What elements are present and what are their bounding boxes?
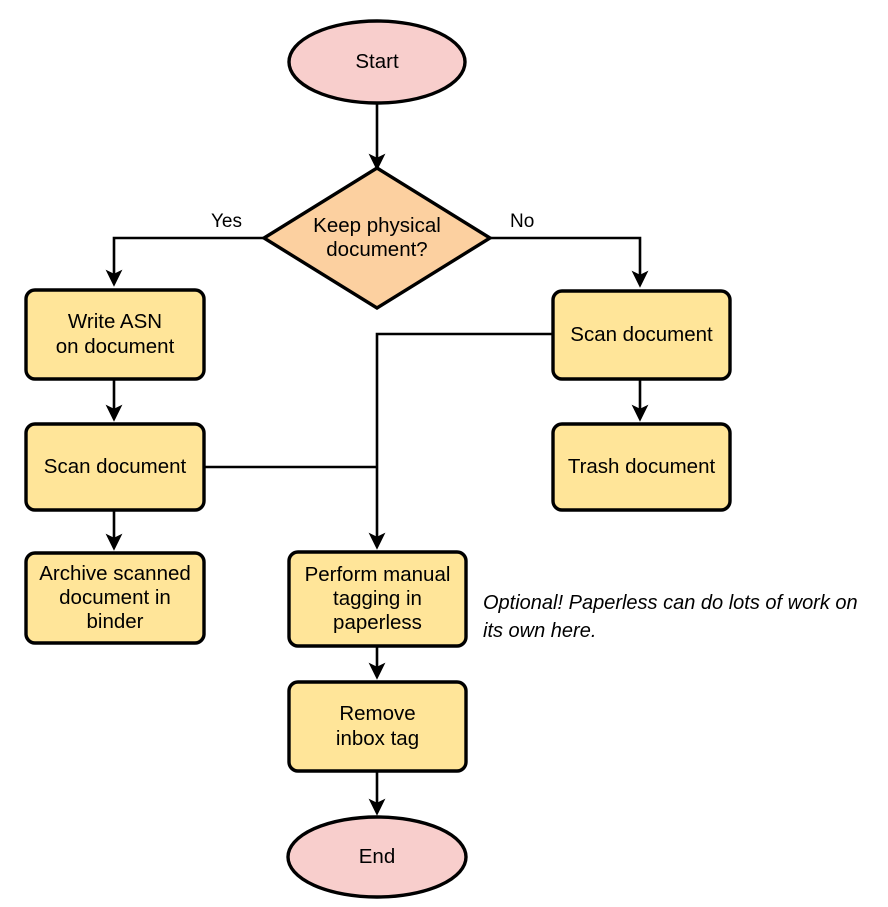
node-scan-right[interactable] bbox=[553, 291, 730, 379]
node-write-asn-shape bbox=[24, 288, 206, 381]
node-start-shape bbox=[287, 19, 467, 105]
node-end[interactable] bbox=[288, 817, 466, 897]
node-start[interactable] bbox=[289, 21, 465, 103]
edge-label-yes: Yes bbox=[211, 211, 242, 232]
node-trash-shape bbox=[551, 422, 732, 512]
node-scan-right-shape bbox=[551, 289, 732, 381]
node-manual-tagging-shape bbox=[287, 550, 468, 648]
optional-note: Optional! Paperless can do lots of work … bbox=[483, 592, 858, 642]
node-manual-tagging[interactable] bbox=[289, 552, 466, 646]
node-trash[interactable] bbox=[553, 424, 730, 510]
node-archive-binder-shape bbox=[24, 551, 206, 645]
node-scan-left[interactable] bbox=[26, 424, 204, 510]
node-decision-keep-shape bbox=[260, 166, 494, 310]
edge-label-no: No bbox=[510, 211, 535, 232]
node-remove-inbox-shape bbox=[287, 680, 468, 773]
edge-decision-no-to-scan-right bbox=[490, 236, 649, 288]
node-remove-inbox[interactable] bbox=[289, 682, 466, 771]
node-scan-left-shape bbox=[24, 422, 206, 512]
node-decision-keep[interactable] bbox=[264, 168, 490, 308]
edge-scan-right-to-manual-tagging bbox=[368, 332, 553, 550]
connector-layer bbox=[105, 103, 649, 816]
node-write-asn[interactable] bbox=[26, 290, 204, 379]
node-archive-binder[interactable] bbox=[26, 553, 204, 643]
node-end-shape bbox=[286, 815, 468, 899]
edge-decision-yes-to-write-asn bbox=[105, 236, 264, 287]
